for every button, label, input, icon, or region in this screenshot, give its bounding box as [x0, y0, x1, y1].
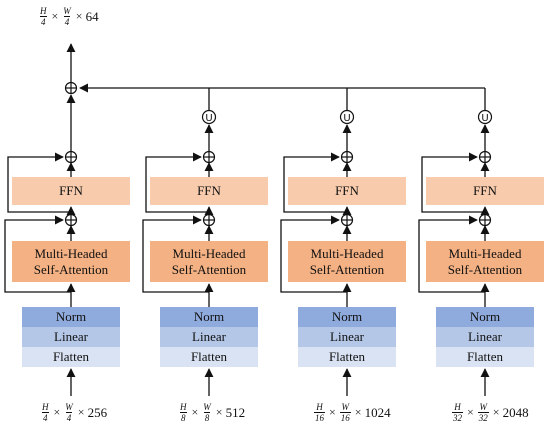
ffn-block-3: FFN: [288, 177, 406, 205]
add-node-attention-4: [478, 213, 492, 227]
ffn-block-4: FFN: [426, 177, 544, 205]
attention-block-2: Multi-Headed Self-Attention: [150, 241, 268, 282]
ffn-block-2: FFN: [150, 177, 268, 205]
add-node-attention-1: [64, 213, 78, 227]
upsample-label: U: [343, 113, 350, 124]
upsample-node-3: U: [339, 109, 355, 125]
linear-block-2: Linear: [160, 327, 258, 347]
residual-ffn-3: [283, 152, 347, 213]
attention-label-line1: Multi-Headed: [448, 245, 522, 261]
attention-block-4: Multi-Headed Self-Attention: [426, 241, 544, 282]
attention-label-line2: Self-Attention: [447, 261, 523, 277]
fusion-add-node: [64, 81, 78, 95]
upsample-label: U: [205, 113, 212, 124]
attention-block-1: Multi-Headed Self-Attention: [12, 241, 130, 282]
residual-ffn-2: [145, 152, 209, 213]
upsample-node-2: U: [201, 109, 217, 125]
add-node-attention-2: [202, 213, 216, 227]
add-node-ffn-4: [478, 150, 492, 164]
attention-label-line1: Multi-Headed: [172, 245, 246, 261]
add-node-ffn-2: [202, 150, 216, 164]
flatten-block-1: Flatten: [22, 347, 120, 367]
flatten-block-3: Flatten: [298, 347, 396, 367]
residual-attention-3: [280, 215, 347, 293]
add-node-ffn-3: [340, 150, 354, 164]
flatten-block-4: Flatten: [436, 347, 534, 367]
ffn-block-1: FFN: [12, 177, 130, 205]
residual-attention-2: [142, 215, 209, 293]
residual-attention-4: [418, 215, 485, 293]
attention-label-line1: Multi-Headed: [34, 245, 108, 261]
attention-label-line2: Self-Attention: [309, 261, 385, 277]
residual-ffn-1: [7, 152, 71, 213]
linear-block-4: Linear: [436, 327, 534, 347]
attention-label-line2: Self-Attention: [33, 261, 109, 277]
linear-block-3: Linear: [298, 327, 396, 347]
attention-block-3: Multi-Headed Self-Attention: [288, 241, 406, 282]
residual-ffn-4: [421, 152, 485, 213]
upsample-label: U: [481, 113, 488, 124]
add-node-ffn-1: [64, 150, 78, 164]
add-node-attention-3: [340, 213, 354, 227]
norm-block-1: Norm: [22, 307, 120, 327]
attention-label-line1: Multi-Headed: [310, 245, 384, 261]
flatten-block-2: Flatten: [160, 347, 258, 367]
attention-label-line2: Self-Attention: [171, 261, 247, 277]
norm-block-2: Norm: [160, 307, 258, 327]
norm-block-3: Norm: [298, 307, 396, 327]
upsample-node-4: U: [477, 109, 493, 125]
residual-attention-1: [4, 215, 71, 293]
linear-block-1: Linear: [22, 327, 120, 347]
norm-block-4: Norm: [436, 307, 534, 327]
